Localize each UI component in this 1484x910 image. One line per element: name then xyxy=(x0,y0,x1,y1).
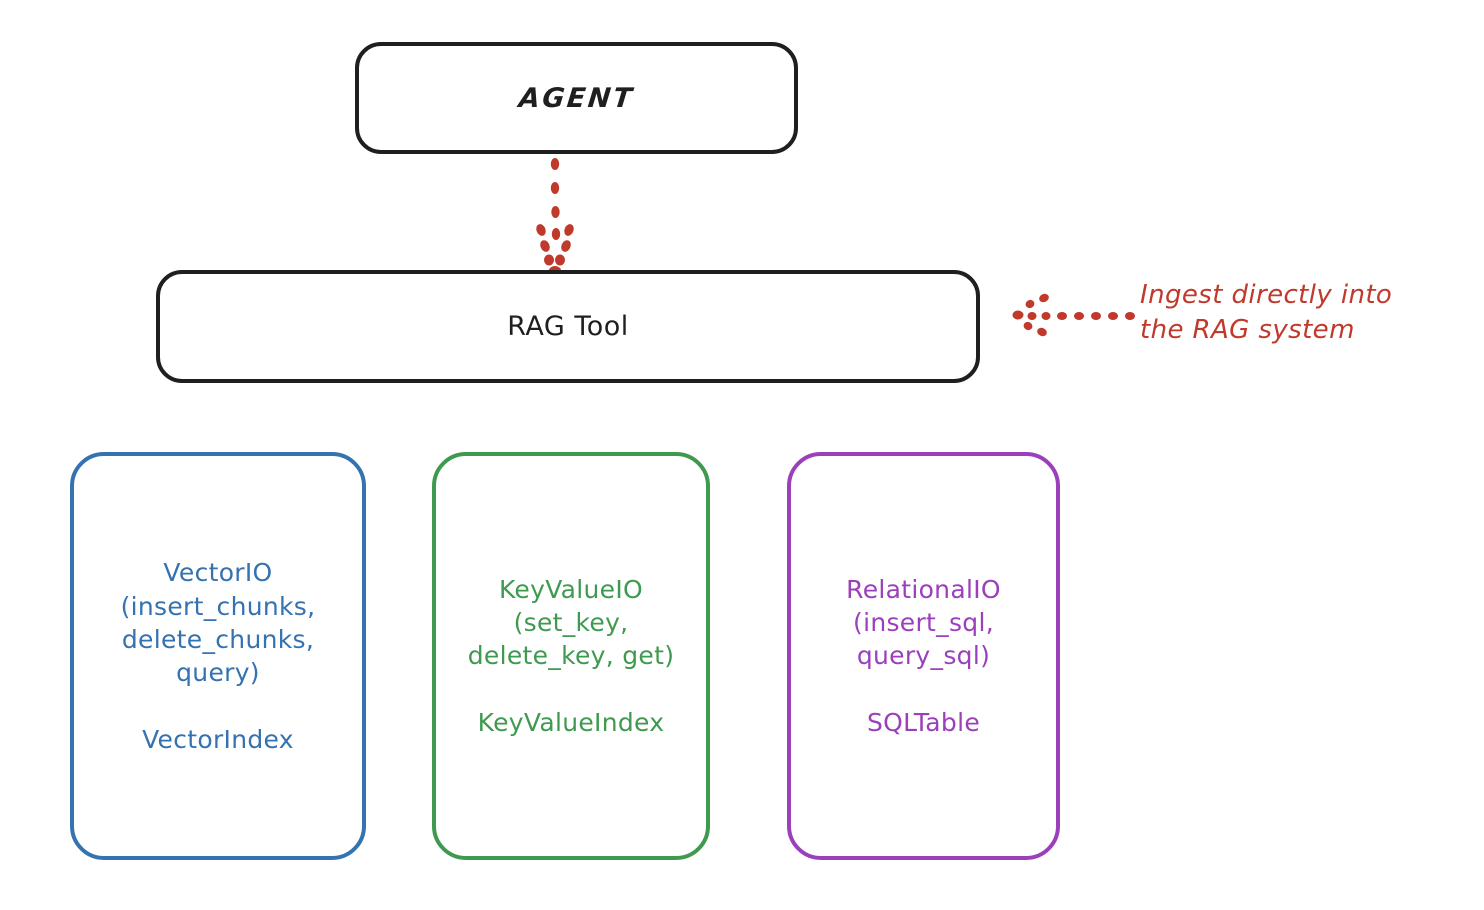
node-rag-tool[interactable]: RAG Tool xyxy=(156,270,980,383)
node-key-value-io-label: KeyValueIO (set_key, delete_key, get) Ke… xyxy=(467,574,675,737)
annotation-ingest-note: Ingest directly into the RAG system xyxy=(1140,280,1393,346)
node-agent[interactable]: AGENT xyxy=(355,42,798,154)
node-relational-io[interactable]: RelationalIO (insert_sql, query_sql) SQL… xyxy=(787,452,1060,860)
arrow-ingest-icon xyxy=(1012,293,1135,337)
node-relational-io-label: RelationalIO (insert_sql, query_sql) SQL… xyxy=(846,574,1001,737)
node-agent-label: AGENT xyxy=(517,82,636,114)
arrow-agent-to-rag-tool-icon xyxy=(536,158,574,278)
node-rag-tool-label: RAG Tool xyxy=(507,311,629,342)
node-key-value-io[interactable]: KeyValueIO (set_key, delete_key, get) Ke… xyxy=(432,452,710,860)
node-vector-io[interactable]: VectorIO (insert_chunks, delete_chunks, … xyxy=(70,452,366,860)
node-vector-io-label: VectorIO (insert_chunks, delete_chunks, … xyxy=(120,558,316,754)
